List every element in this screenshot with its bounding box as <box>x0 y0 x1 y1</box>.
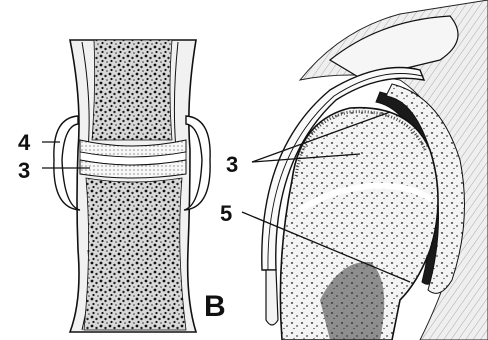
tendon-tip <box>266 270 278 325</box>
label-4: 4 <box>18 130 31 155</box>
lower-spongy-bone <box>84 178 186 330</box>
label-5: 5 <box>220 201 232 226</box>
label-left-3: 3 <box>18 158 30 183</box>
panel-letter: B <box>204 290 226 323</box>
schematic-joint <box>54 40 210 332</box>
shoulder-joint <box>262 0 488 340</box>
joint-capsule-left <box>54 116 80 210</box>
label-right-3: 3 <box>226 152 238 177</box>
upper-spongy-bone <box>92 40 172 140</box>
